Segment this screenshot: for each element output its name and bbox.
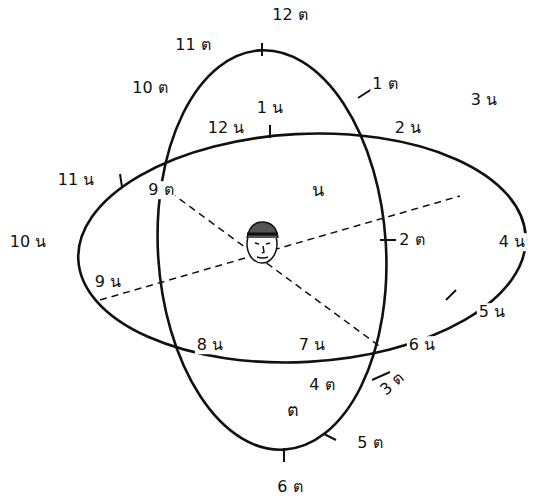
clock-label: 5 ต <box>355 434 384 452</box>
clock-label: 2 ต <box>397 231 426 249</box>
ellipse-path <box>72 122 531 373</box>
clock-label: 6 น <box>407 336 437 354</box>
clock-label: 4 ต <box>307 376 336 394</box>
head-figure <box>247 222 278 263</box>
clock-label: 12 น <box>206 119 246 137</box>
clock-label: 5 น <box>477 303 507 321</box>
clock-label: 9 น <box>93 273 123 291</box>
clock-label: 2 น <box>393 119 423 137</box>
region-label: ต <box>285 400 301 420</box>
clock-label: 3 น <box>469 91 499 109</box>
clock-label: 8 น <box>195 336 225 354</box>
clock-label: 1 น <box>255 99 285 117</box>
clock-label: 6 ต <box>275 478 304 496</box>
clock-label: 10 ต <box>130 79 169 97</box>
direction-line <box>100 192 460 348</box>
clock-label: 10 น <box>8 233 48 251</box>
ellipse-path <box>146 43 398 456</box>
clock-label: 11 น <box>56 171 96 189</box>
clock-label: 3 ต <box>375 368 409 400</box>
clock-label: 12 ต <box>270 6 309 24</box>
clock-label: 11 ต <box>173 36 212 54</box>
clock-label: 4 น <box>497 233 527 251</box>
clock-label: 9 ต <box>146 181 175 199</box>
clock-label: 7 น <box>297 336 327 354</box>
tick-mark <box>120 43 456 462</box>
region-label: น <box>310 180 326 200</box>
clock-label: 1 ต <box>370 75 399 93</box>
